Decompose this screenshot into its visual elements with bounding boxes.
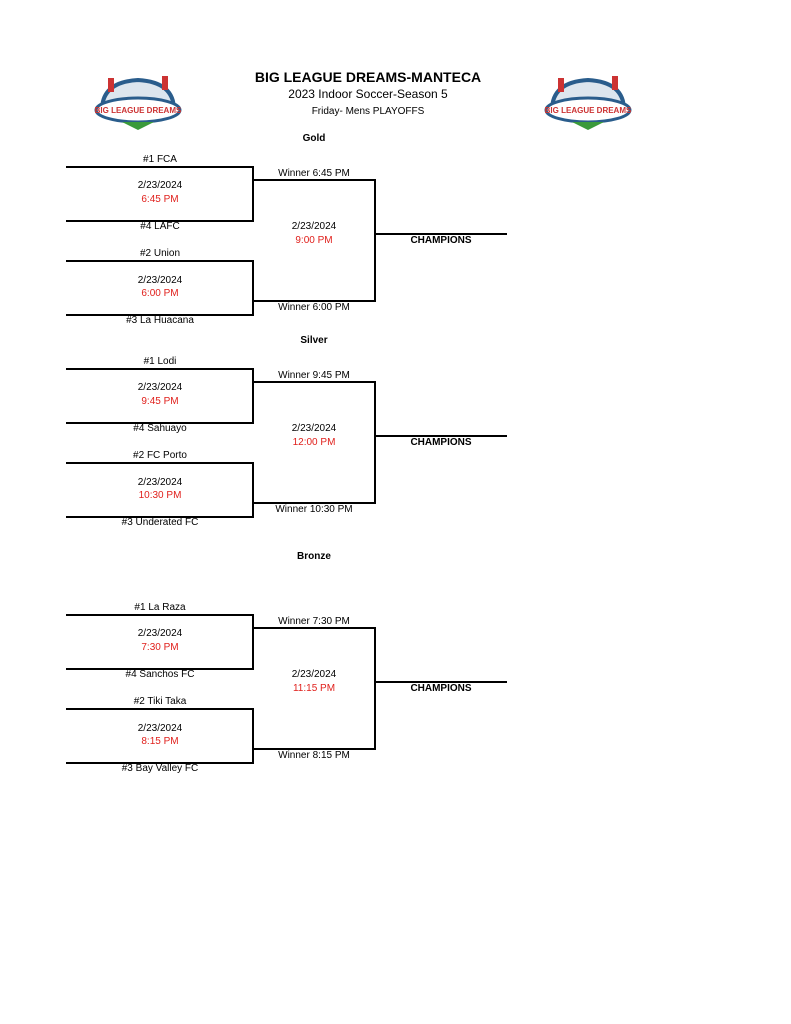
bracket-line [253,748,376,750]
bracket-title: Silver [300,335,328,346]
svg-text:BIG LEAGUE DREAMS: BIG LEAGUE DREAMS [95,106,182,115]
final-date: 2/23/2024 [291,221,337,232]
big-league-dreams-logo-right: BIG LEAGUE DREAMS [542,70,634,132]
bracket-line [253,627,376,629]
bracket-line [374,627,376,750]
winner-label: Winner 6:45 PM [278,168,350,179]
game-date: 2/23/2024 [137,628,183,639]
winner-label: Winner 7:30 PM [278,616,350,627]
bracket-line [66,762,254,764]
game-time: 6:45 PM [141,194,179,205]
bracket-line [253,300,376,302]
winner-label: Winner 10:30 PM [275,504,353,515]
seed-team: #2 Union [139,248,181,259]
bracket-line [252,260,254,316]
final-date: 2/23/2024 [291,423,337,434]
game-time: 9:45 PM [141,396,179,407]
final-time: 12:00 PM [292,437,336,448]
bracket-line [66,314,254,316]
bracket-line [374,179,376,302]
champions-label: CHAMPIONS [410,683,472,694]
game-date: 2/23/2024 [137,477,183,488]
bracket-line [66,166,254,168]
bracket-line [374,381,376,504]
big-league-dreams-logo-left: BIG LEAGUE DREAMS [92,70,184,132]
bracket-line [253,381,376,383]
game-time: 8:15 PM [141,736,179,747]
bracket-line [253,179,376,181]
bracket-silver: Silver #1 Lodi 2/23/2024 9:45 PM #4 Sahu… [0,335,791,535]
seed-team: #1 Lodi [143,356,177,367]
seed-team: #4 Sahuayo [133,423,187,434]
winner-label: Winner 6:00 PM [278,302,350,313]
bracket-gold: Gold #1 FCA 2/23/2024 6:45 PM #4 LAFC #2… [0,133,791,333]
bracket-line [252,462,254,518]
bracket-line [375,681,507,683]
game-date: 2/23/2024 [137,382,183,393]
game-time: 7:30 PM [141,642,179,653]
bracket-line [252,708,254,764]
bracket-line [375,435,507,437]
page-subtitle-2: Friday- Mens PLAYOFFS [311,106,425,117]
champions-label: CHAMPIONS [410,235,472,246]
page-subtitle: 2023 Indoor Soccer-Season 5 [288,87,448,101]
seed-team: #3 Bay Valley FC [121,763,199,774]
bracket-line [66,260,254,262]
bracket-line [252,614,254,670]
bracket-line [66,516,254,518]
seed-team: #4 Sanchos FC [125,669,195,680]
bracket-line [375,233,507,235]
bracket-line [66,422,254,424]
seed-team: #2 FC Porto [133,450,187,461]
bracket-line [66,614,254,616]
winner-label: Winner 8:15 PM [278,750,350,761]
bracket-line [252,166,254,222]
bracket-line [66,462,254,464]
bracket-line [66,220,254,222]
game-date: 2/23/2024 [137,275,183,286]
bracket-line [66,368,254,370]
seed-team: #4 LAFC [140,221,180,232]
bracket-line [253,502,376,504]
bracket-line [66,708,254,710]
bracket-line [252,368,254,424]
winner-label: Winner 9:45 PM [278,370,350,381]
page-title: BIG LEAGUE DREAMS-MANTECA [254,69,482,85]
champions-label: CHAMPIONS [410,437,472,448]
seed-team: #1 FCA [143,154,177,165]
game-time: 6:00 PM [141,288,179,299]
svg-text:BIG LEAGUE DREAMS: BIG LEAGUE DREAMS [545,106,632,115]
bracket-title: Gold [302,133,326,144]
seed-team: #3 La Huacana [126,315,194,326]
final-time: 9:00 PM [295,235,333,246]
seed-team: #3 Underated FC [121,517,199,528]
game-time: 10:30 PM [138,490,182,501]
bracket-title: Bronze [297,551,331,562]
seed-team: #1 La Raza [134,602,186,613]
bracket-bronze: Bronze #1 La Raza 2/23/2024 7:30 PM #4 S… [0,551,791,774]
final-time: 11:15 PM [292,683,336,694]
game-date: 2/23/2024 [137,723,183,734]
final-date: 2/23/2024 [291,669,337,680]
game-date: 2/23/2024 [137,180,183,191]
bracket-line [66,668,254,670]
seed-team: #2 Tiki Taka [133,696,187,707]
